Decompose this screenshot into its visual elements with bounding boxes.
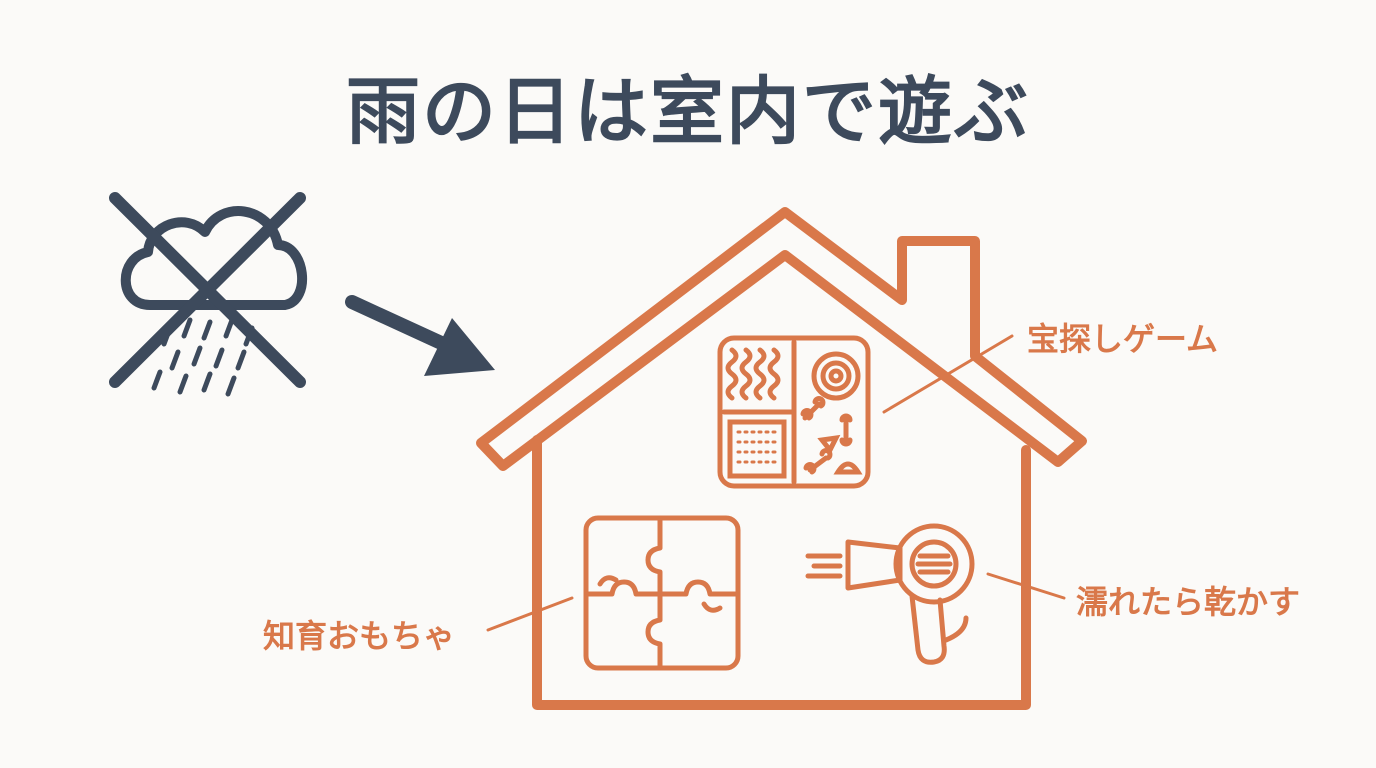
prohibited-cross-icon	[109, 192, 306, 388]
arrow-icon	[345, 295, 495, 376]
leader-lines	[486, 334, 1066, 632]
sensory-board-icon	[717, 335, 871, 489]
label-treasure-hunt: 宝探しゲーム	[1027, 320, 1219, 358]
rain-cloud-icon	[120, 206, 308, 397]
house-icon	[476, 207, 1087, 710]
hair-dryer-icon	[805, 523, 975, 665]
label-dry-off: 濡れたら乾かす	[1076, 583, 1301, 621]
label-educational-toy: 知育おもちゃ	[263, 617, 456, 655]
puzzle-icon	[583, 515, 741, 671]
page-title: 雨の日は室内で遊ぶ	[346, 69, 1030, 155]
